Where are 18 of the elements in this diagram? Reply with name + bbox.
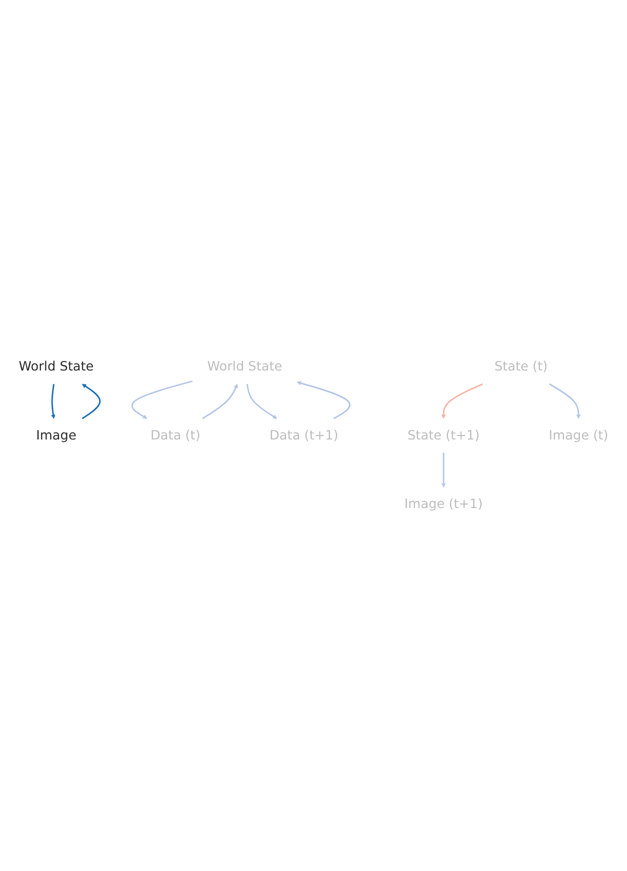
node-text: Image: [36, 428, 76, 443]
node-text: World State: [207, 359, 282, 374]
arrow: [51, 384, 56, 419]
node-text: State (t): [494, 359, 548, 374]
arrow: [246, 384, 278, 419]
arrow: [131, 380, 193, 419]
arrow: [441, 452, 446, 488]
node-text: World State: [18, 359, 94, 374]
node-text: Data (t+1): [270, 428, 338, 443]
node-text: Image (t+1): [404, 496, 483, 512]
arrow: [549, 383, 581, 419]
node-text: Data (t): [150, 428, 200, 443]
arrow: [296, 380, 350, 420]
arrow: [441, 383, 483, 419]
arrow: [202, 384, 238, 420]
node-text: Image (t): [548, 428, 608, 443]
arrow: [82, 384, 101, 420]
node-text: State (t+1): [408, 428, 480, 443]
